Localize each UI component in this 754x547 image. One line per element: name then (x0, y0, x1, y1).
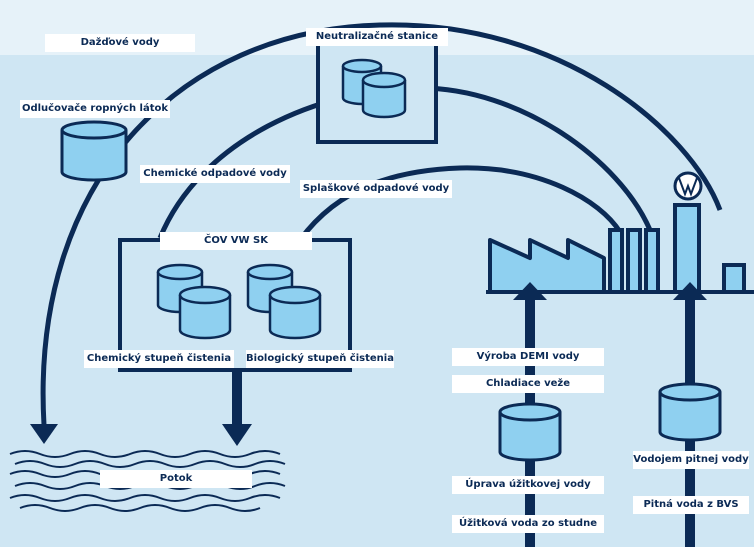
label-chladiace-veze: Chladiace veže (452, 375, 604, 393)
label-vyroba-demi: Výroba DEMI vody (452, 348, 604, 366)
wwtp-outflow-arrow-head (222, 424, 252, 446)
tank-icon (60, 120, 128, 182)
tank-icon (361, 71, 407, 119)
label-pitna-voda: Pitná voda z BVS (633, 496, 749, 514)
vw-logo-icon (673, 171, 703, 201)
label-chemicky-stupen: Chemický stupeň čistenia (84, 350, 234, 368)
tank-icon (498, 402, 562, 462)
wwtp-outflow-arrow (232, 370, 242, 428)
label-uzitkova-voda: Úžitková voda zo studne (452, 515, 604, 533)
sewage-wastewater-arc (297, 165, 623, 242)
label-biologicky-stupen: Biologický stupeň čistenia (246, 350, 394, 368)
label-cov-vw-sk: ČOV VW SK (160, 232, 312, 250)
label-odlucovace: Odlučovače ropných látok (20, 100, 170, 118)
rainwater-arc (40, 22, 723, 426)
label-chemicke-odpadove: Chemické odpadové vody (140, 165, 290, 183)
label-neutralizacne-stanice: Neutralizačné stanice (306, 28, 448, 46)
label-dazdove-vody: Dažďové vody (45, 34, 195, 52)
label-splaskove-odpadove: Splaškové odpadové vody (300, 180, 452, 198)
tank-icon (658, 382, 722, 442)
drinking-water-supply-arrow-head (673, 282, 707, 300)
tank-icon (178, 285, 232, 340)
label-uprava-uzitkovej: Úprava úžitkovej vody (452, 476, 604, 494)
rainwater-arrow-head (30, 424, 58, 444)
well-water-supply-arrow-head (513, 282, 547, 300)
tank-icon (268, 285, 322, 340)
label-potok: Potok (100, 470, 252, 488)
label-vodojem: Vodojem pitnej vody (633, 451, 749, 469)
